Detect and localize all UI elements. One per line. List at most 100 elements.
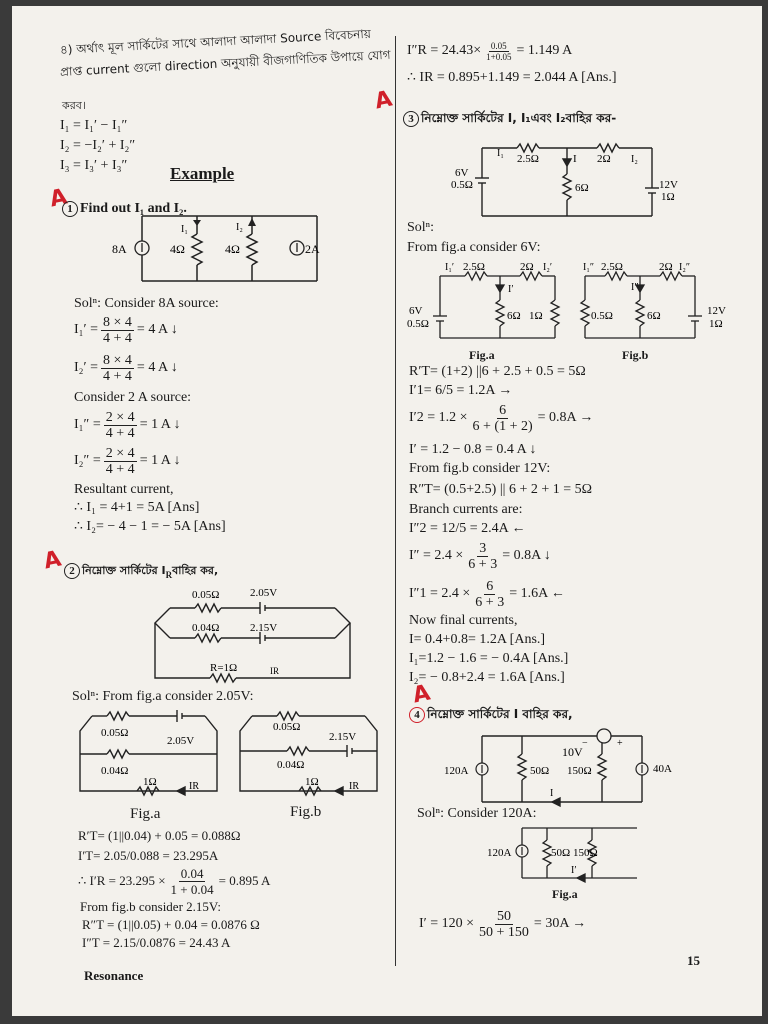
svg-text:0.5Ω: 0.5Ω <box>407 318 429 330</box>
svg-text:IR: IR <box>349 781 359 792</box>
q3-line-3: I′ = 1.2 − 0.8 = 0.4 A ↓ <box>409 442 537 457</box>
svg-text:I′: I′ <box>508 284 514 295</box>
q1-solution-head: Solⁿ: Consider 8A source: <box>74 296 219 311</box>
svg-text:0.05Ω: 0.05Ω <box>273 721 300 733</box>
q2-fig-a-caption: Fig.a <box>130 806 161 822</box>
svg-text:6V: 6V <box>455 167 469 179</box>
svg-text:2Ω: 2Ω <box>520 261 534 273</box>
svg-text:6Ω: 6Ω <box>575 182 589 194</box>
q3-fig-b-caption: Fig.b <box>622 348 649 362</box>
svg-text:1Ω: 1Ω <box>709 318 723 330</box>
svg-text:0.04Ω: 0.04Ω <box>101 765 128 777</box>
q3-line-11: I₂= − 0.8+2.4 = 1.6A [Ans.] <box>409 670 565 685</box>
q1-answer-1: ∴ I₁ = 4+1 = 5A [Ans] <box>74 500 200 515</box>
q4-fig-a-caption: Fig.a <box>552 887 578 901</box>
q3-line-7: I″2 = 12/5 = 2.4A ← <box>409 521 526 536</box>
q3-line-6: Branch currents are: <box>409 502 523 517</box>
q3-line-4: From fig.b consider 12V: <box>409 461 551 476</box>
svg-text:120A: 120A <box>487 847 512 859</box>
q3-circuit: I₁ 2.5Ω I 2Ω I₂ 6V 0.5Ω 6Ω 12V 1Ω <box>451 142 678 217</box>
example-heading: Example <box>170 164 235 183</box>
q2-label-r2: 0.04Ω <box>192 622 219 634</box>
q3-from-fig-a: From fig.a consider 6V: <box>407 240 541 255</box>
svg-text:40A: 40A <box>653 763 672 775</box>
svg-text:IR: IR <box>189 781 199 792</box>
left-column: ৪) অর্থাৎ মূল সার্কিটের সাথে আলাদা আলাদা… <box>12 6 392 1016</box>
q1-label-8a: 8A <box>112 242 127 256</box>
q2-label-r1: 0.05Ω <box>192 589 219 601</box>
svg-text:I″: I″ <box>631 282 639 293</box>
q1-label-r2: 4Ω <box>225 242 240 256</box>
q2-label-v2: 2.15V <box>250 622 277 634</box>
svg-text:2.05V: 2.05V <box>167 735 194 747</box>
q1-label-2a: 2A <box>305 242 320 256</box>
svg-text:I₁: I₁ <box>497 148 504 159</box>
q1-answer-2: ∴ I₂= − 4 − 1 = − 5A [Ans] <box>74 519 226 534</box>
q3-line-8: Now final currents, <box>409 613 518 628</box>
q4-fig-a: 120A 50Ω 150Ω I′ <box>487 827 637 884</box>
q3-line-5: R″T= (0.5+2.5) || 6 + 2 + 1 = 5Ω <box>409 482 593 497</box>
q2-label-ir: IR <box>270 666 279 676</box>
equation-i2: I₂ = −I₂′ + I₂″ <box>60 138 136 153</box>
q4-solution-head: Solⁿ: Consider 120A: <box>417 806 537 821</box>
svg-text:50Ω: 50Ω <box>530 765 549 777</box>
svg-text:6Ω: 6Ω <box>507 310 521 322</box>
svg-text:2.5Ω: 2.5Ω <box>601 261 623 273</box>
svg-text:−: − <box>582 738 588 749</box>
svg-text:12V: 12V <box>659 179 678 191</box>
svg-text:+: + <box>617 738 623 749</box>
q1-label-r1: 4Ω <box>170 242 185 256</box>
textbook-page: ৪) অর্থাৎ মূল সার্কিটের সাথে আলাদা আলাদা… <box>12 6 762 1016</box>
svg-text:12V: 12V <box>707 305 726 317</box>
svg-text:I₂′: I₂′ <box>543 262 552 273</box>
svg-text:0.05Ω: 0.05Ω <box>101 727 128 739</box>
svg-text:10V: 10V <box>562 745 583 759</box>
svg-text:I: I <box>550 788 553 799</box>
svg-text:2.5Ω: 2.5Ω <box>517 153 539 165</box>
q2-fig-b: 0.05Ω 2.15V 0.04Ω 1Ω IR <box>239 710 378 797</box>
q2-line-5: I″T = 2.15/0.0876 = 24.43 A <box>82 935 231 950</box>
svg-text:I₁′: I₁′ <box>445 262 454 273</box>
q1-label-i1: I₁ <box>181 224 188 235</box>
svg-text:2Ω: 2Ω <box>659 261 673 273</box>
svg-text:1Ω: 1Ω <box>661 191 675 203</box>
q3-fig-b: I₁″ 2.5Ω 2Ω I₂″ I″ 0.5Ω 6Ω 12V 1Ω <box>579 261 726 339</box>
top-answer: ∴ IR = 0.895+1.149 = 2.044 A [Ans.] <box>407 70 617 85</box>
q3-fig-a-caption: Fig.a <box>469 348 495 362</box>
q2-fig-b-caption: Fig.b <box>290 804 322 820</box>
intro-line-3: করব। <box>62 99 86 112</box>
q3-solution-head: Solⁿ: <box>407 220 434 235</box>
column-divider <box>395 36 396 966</box>
q2-line-4: R″T = (1||0.05) + 0.04 = 0.0876 Ω <box>82 917 260 932</box>
q2-line-3: From fig.b consider 2.15V: <box>80 899 221 914</box>
q3-line-9: I= 0.4+0.8= 1.2A [Ans.] <box>409 632 546 647</box>
svg-text:2.15V: 2.15V <box>329 731 356 743</box>
svg-text:0.04Ω: 0.04Ω <box>277 759 304 771</box>
q1-number: 1 <box>62 201 78 217</box>
q3-line-10: I₁=1.2 − 1.6 = − 0.4A [Ans.] <box>409 651 569 666</box>
q2-circuit: 0.05Ω 2.05V 0.04Ω 2.15V R=1Ω IR <box>154 587 351 684</box>
q3-line-2: I′1= 6/5 = 1.2A → <box>409 383 513 398</box>
svg-text:2.5Ω: 2.5Ω <box>463 261 485 273</box>
q2-line-1: R′T= (1||0.04) + 0.05 = 0.088Ω <box>78 828 241 843</box>
svg-text:6V: 6V <box>409 305 423 317</box>
svg-text:0.5Ω: 0.5Ω <box>591 310 613 322</box>
svg-text:I′: I′ <box>571 865 577 876</box>
svg-text:I₁″: I₁″ <box>583 262 594 273</box>
svg-text:2Ω: 2Ω <box>597 153 611 165</box>
q3-fig-a: I₁′ 2.5Ω 2Ω I₂′ I′ 6V 0.5Ω 6Ω 1Ω <box>407 261 561 339</box>
svg-text:150Ω: 150Ω <box>573 847 598 859</box>
svg-text:1Ω: 1Ω <box>305 776 319 788</box>
